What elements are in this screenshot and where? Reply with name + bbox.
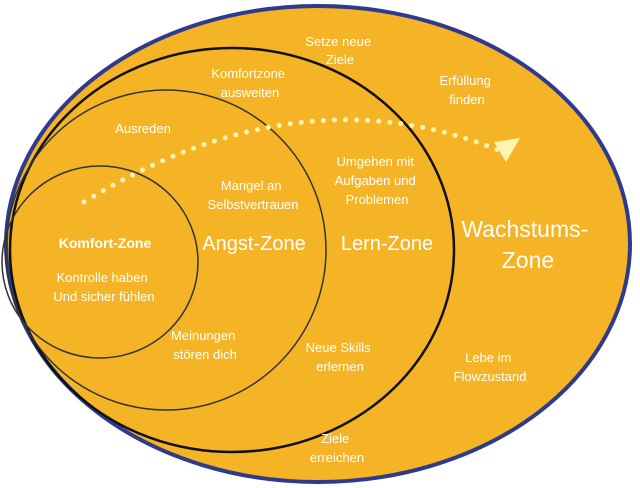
- learn-item-skills: Neue Skills erlernen: [306, 340, 375, 374]
- growth-arrow-head: [494, 138, 520, 162]
- learn-zone-title: Lern-Zone: [341, 233, 433, 255]
- fear-item-excuses: Ausreden: [115, 121, 171, 136]
- growth-arrow-path: [81, 117, 501, 205]
- growth-item-new-goals: Setze neue Ziele: [305, 34, 374, 67]
- learn-zone-ellipse: [8, 46, 456, 454]
- growth-item-flow: Lebe im Flowzustand: [454, 350, 527, 384]
- growth-zone-title: Wachstums- Zone: [461, 216, 594, 273]
- growth-item-reach-goals: Ziele erreichen: [310, 431, 364, 465]
- fear-zone-ellipse: [5, 89, 327, 411]
- comfort-zone-title: Komfort-Zone: [59, 235, 152, 251]
- growth-item-fulfillment: Erfüllung finden: [440, 73, 495, 107]
- learn-item-expand: Komfortzone ausweiten: [211, 66, 288, 100]
- fear-zone-title: Angst-Zone: [202, 233, 305, 255]
- comfort-zone-ellipse: [1, 165, 199, 359]
- comfort-item-control: Kontrolle haben Und sicher fühlen: [53, 270, 154, 304]
- fear-item-opinions: Meinungen stören dich: [171, 328, 239, 362]
- learn-item-tasks: Umgehen mit Aufgaben und Problemen: [335, 154, 420, 207]
- fear-item-confidence: Mangel an Selbstvertrauen: [207, 178, 298, 212]
